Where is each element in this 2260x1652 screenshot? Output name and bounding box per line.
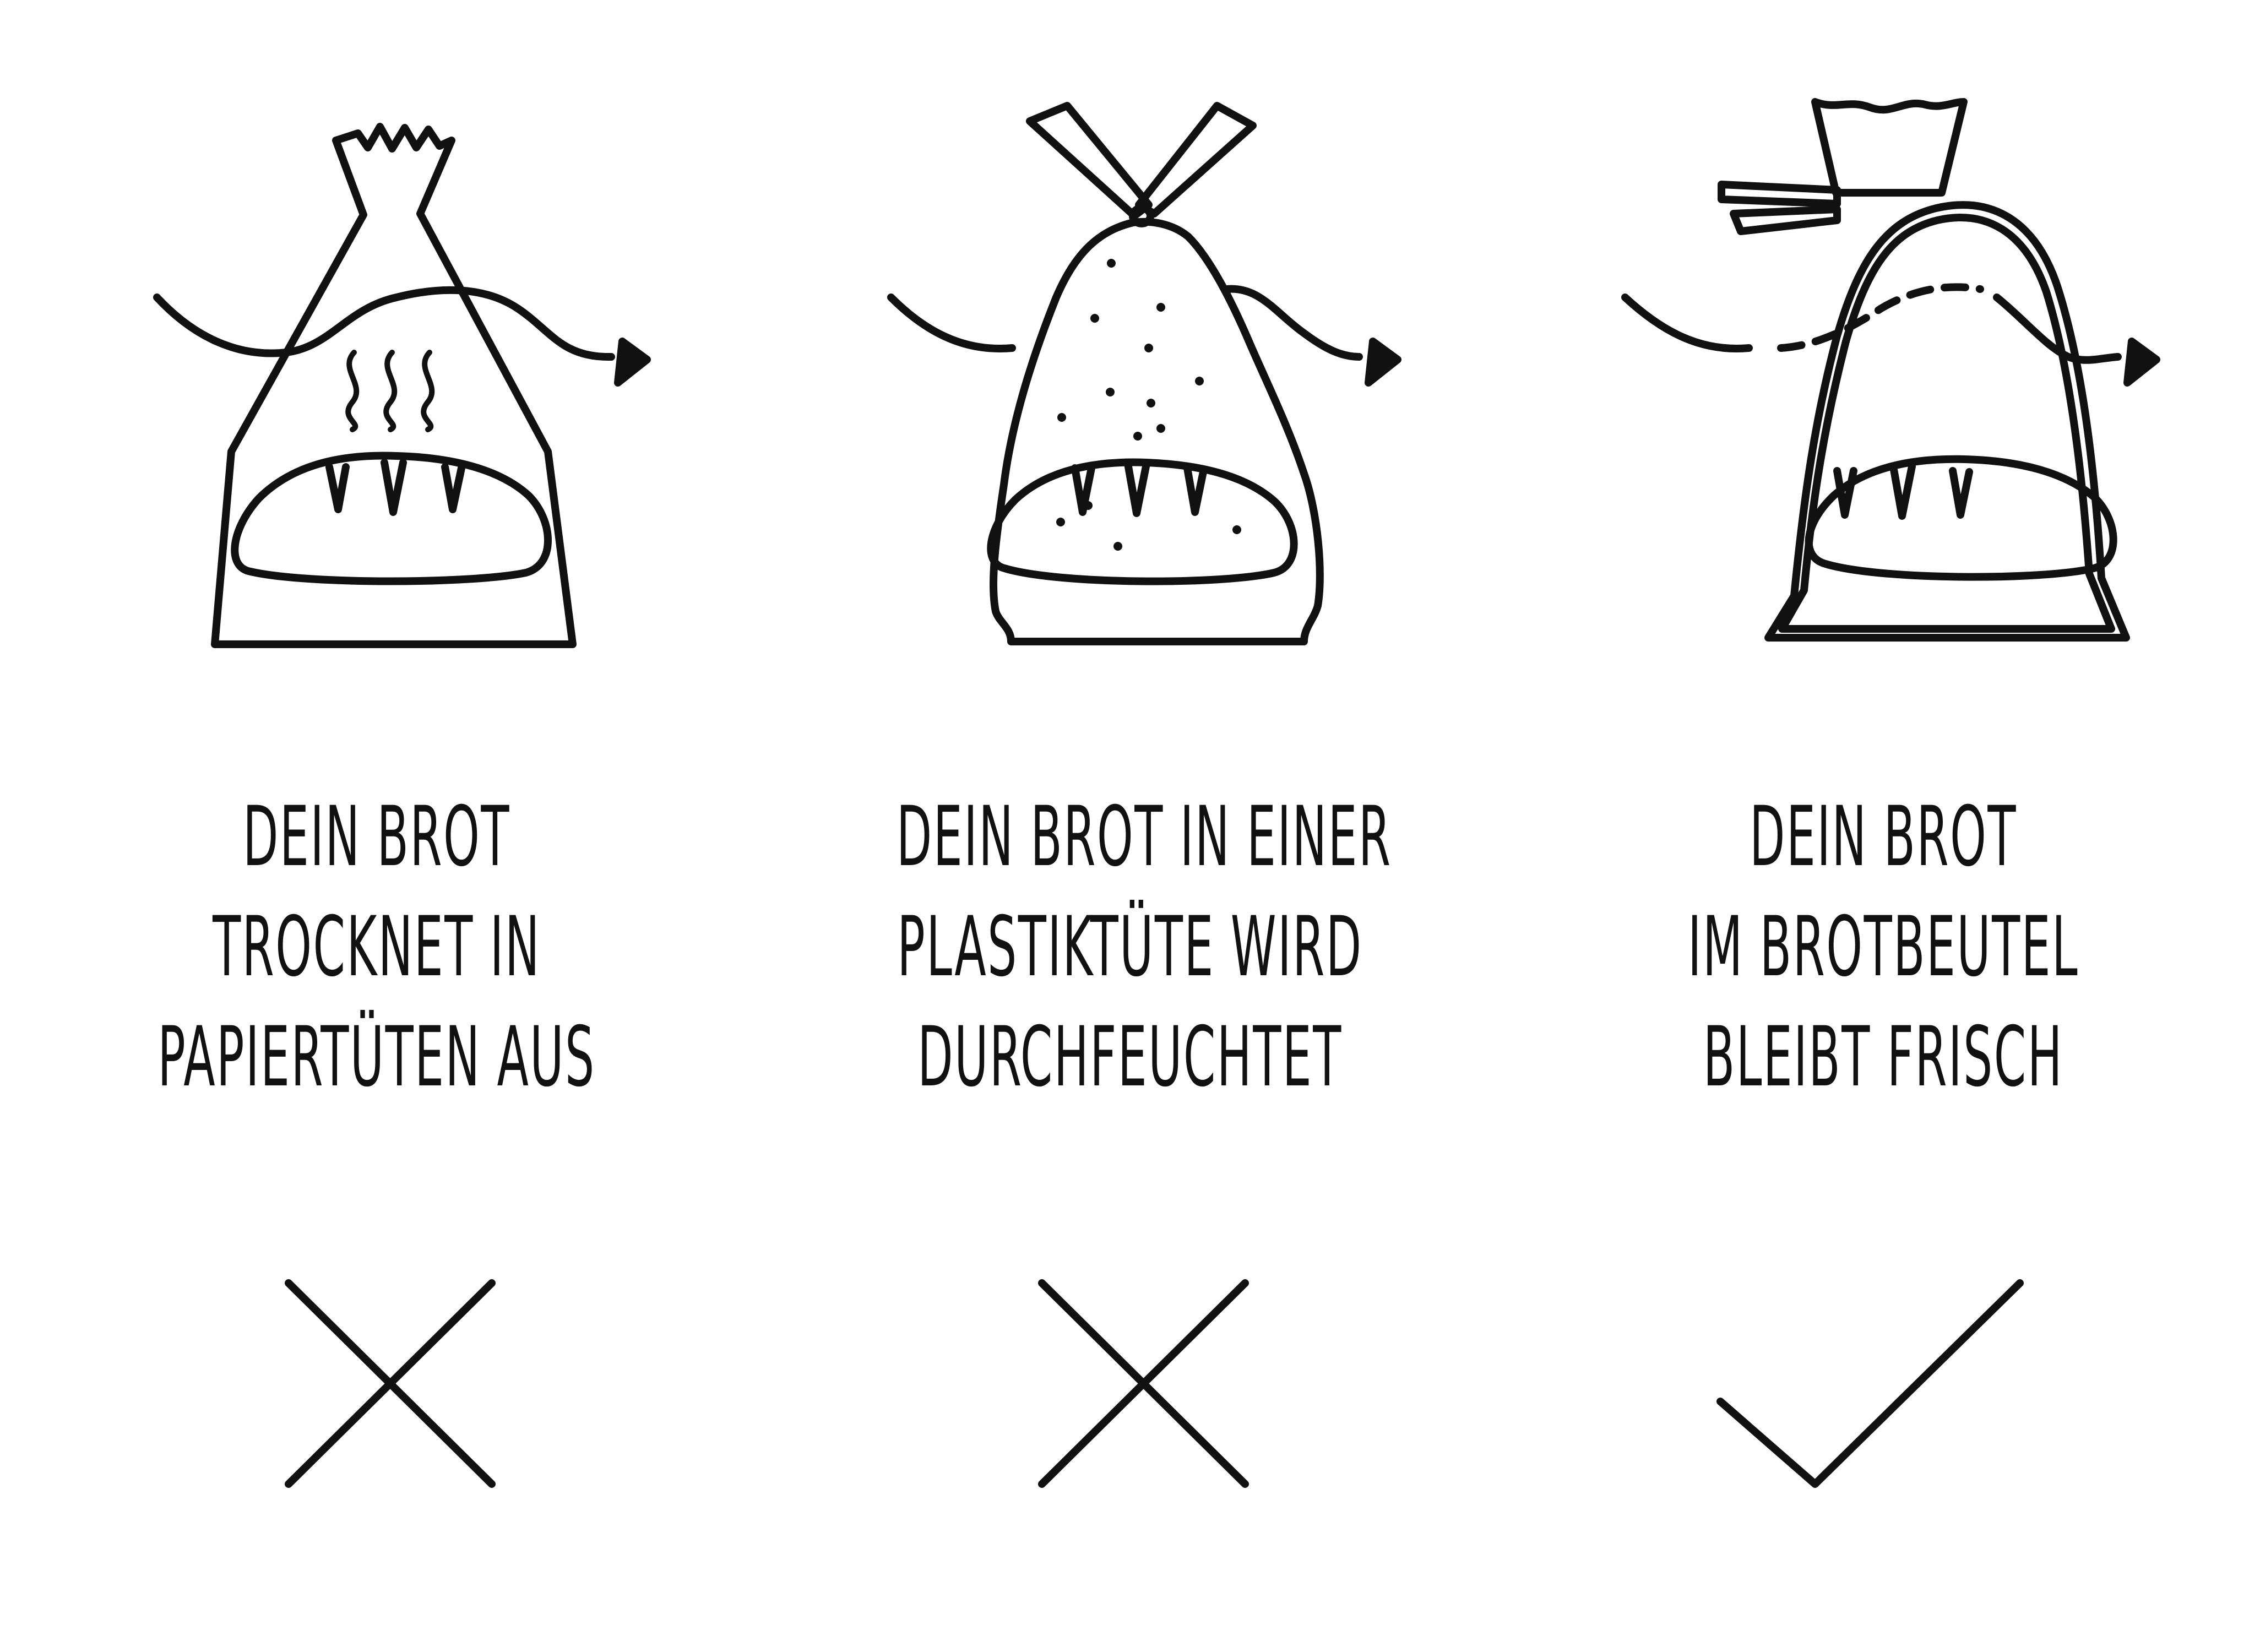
cross-icon [1038,1279,1249,1488]
check-icon [1716,1279,2024,1488]
plastic-bag-icon [990,218,1324,645]
bread-icon [231,452,552,585]
air-flow-arrow-icon [153,286,651,387]
caption-plastic-bag: DEIN BROT IN EINER PLASTIKTÜTE WIRD DURC… [896,782,1392,1112]
bread-bag-illustration [1621,98,2160,642]
tie-icon [1026,102,1257,227]
bread-bag-icon [1764,201,2130,642]
caption-bread-bag: DEIN BROT IM BROTBEUTEL BLEIBT FRISCH [1650,782,2117,1112]
drawstring-top-icon [1718,98,1968,235]
plastic-bag-illustration [887,102,1401,645]
bread-icon [987,458,1298,585]
caption-line: BLEIBT FRISCH [1703,1009,2064,1105]
caption-line: DEIN BROT [1750,789,2017,885]
caption-paper-bag: DEIN BROT TROCKNET IN PAPIERTÜTEN AUS [143,782,610,1112]
caption-line: DURCHFEUCHTET [917,1009,1343,1105]
moisture-dots-icon [1056,259,1241,551]
caption-line: DEIN BROT IN EINER [896,789,1392,885]
bread-icon [1805,455,2117,581]
panel-paper-bag: DEIN BROT TROCKNET IN PAPIERTÜTEN AUS [0,0,753,1652]
steam-icon [345,350,435,432]
caption-line: PAPIERTÜTEN AUS [157,1009,596,1105]
caption-line: IM BROTBEUTEL [1687,899,2079,995]
paper-bag-illustration [153,123,651,648]
cross-icon [285,1279,496,1488]
caption-line: PLASTIKTÜTE WIRD [897,899,1363,995]
caption-line: DEIN BROT [243,789,510,885]
air-flow-arrow-icon [887,285,1401,387]
caption-line: TROCKNET IN [213,899,541,995]
panel-bread-bag: DEIN BROT IM BROTBEUTEL BLEIBT FRISCH [1507,0,2260,1652]
panel-plastic-bag: DEIN BROT IN EINER PLASTIKTÜTE WIRD DURC… [753,0,1507,1652]
air-flow-arrow-icon [1621,283,2160,387]
